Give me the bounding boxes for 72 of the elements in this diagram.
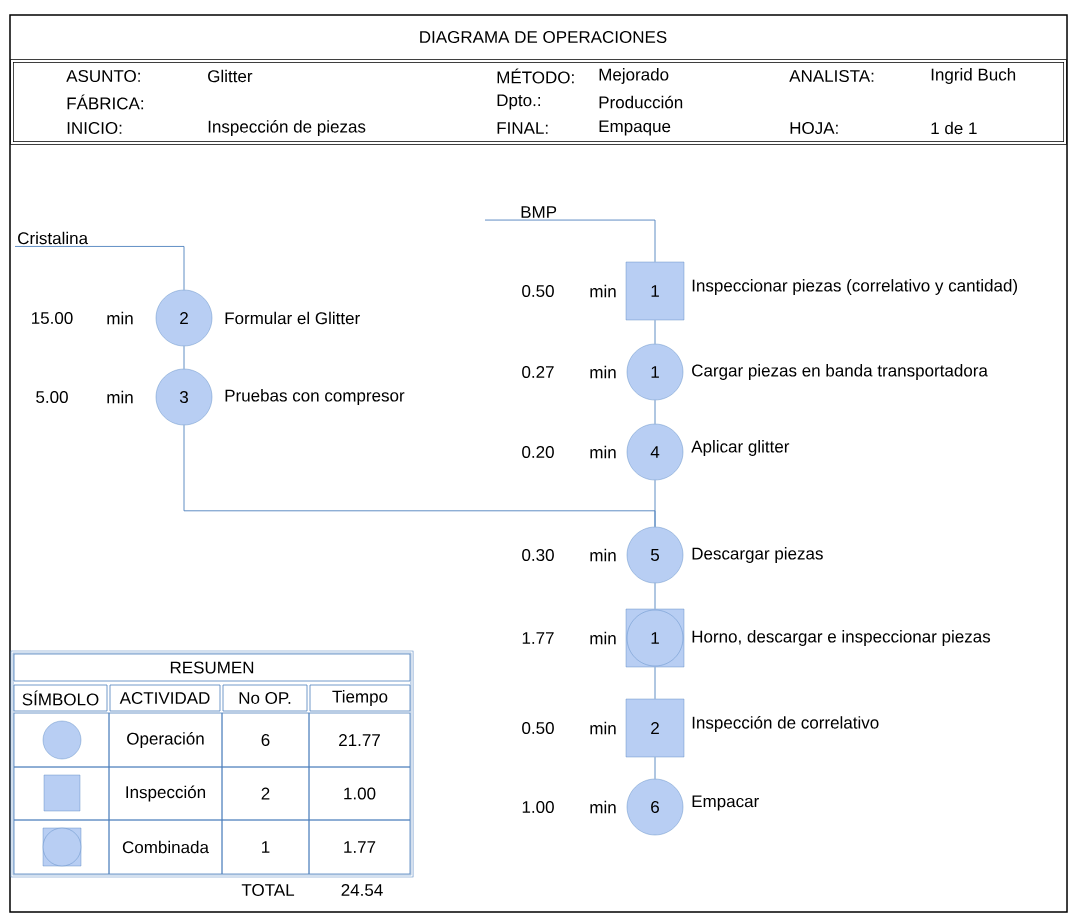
- unit-label: min: [590, 445, 616, 459]
- header-label: 1 de 1: [931, 121, 977, 135]
- time-label: 0.50: [522, 285, 554, 298]
- connector-line: [654, 756, 656, 780]
- step-description: Empacar: [692, 795, 759, 811]
- table-header: ACTIVIDAD: [109, 684, 221, 712]
- unit-label: min: [590, 631, 616, 645]
- table-header: SÍMBOLO: [13, 684, 108, 712]
- header-label: FÁBRICA:: [67, 94, 144, 110]
- material-label: Cristalina: [18, 231, 89, 245]
- inspection-square: 1: [625, 261, 685, 321]
- connector-line: [654, 582, 656, 610]
- header-label: Producción: [599, 95, 683, 109]
- header-label: Dpto.:: [497, 94, 540, 110]
- table-cell: 1.77: [308, 819, 411, 875]
- time-label: 5.00: [36, 391, 68, 404]
- connector-line: [654, 399, 656, 425]
- title-text: DIAGRAMA DE OPERACIONES: [420, 31, 667, 44]
- table-cell: 6: [221, 712, 310, 768]
- time-label: 0.20: [522, 446, 554, 459]
- unit-label: min: [590, 548, 616, 562]
- connector-line: [14, 246, 185, 291]
- table-cell: 21.77: [308, 712, 411, 768]
- table-cell: 2: [221, 766, 310, 821]
- time-label: 1.77: [522, 632, 554, 644]
- table-cell: Inspección: [108, 766, 223, 821]
- unit-label: min: [107, 311, 133, 325]
- material-label: BMP: [521, 206, 557, 218]
- step-description: Horno, descargar e inspeccionar piezas: [692, 630, 991, 646]
- header-label: Empaque: [599, 120, 671, 136]
- connector-line: [183, 345, 185, 370]
- header-label: INICIO:: [67, 122, 122, 135]
- total-value: 24.54: [341, 884, 383, 897]
- time-label: 1.00: [522, 801, 554, 814]
- header-label: Mejorado: [599, 68, 669, 84]
- header-label: ASUNTO:: [66, 70, 140, 83]
- connector-line: [654, 319, 656, 345]
- step-description: Formular el Glitter: [225, 311, 360, 325]
- header-label: MÉTODO:: [497, 68, 574, 84]
- table-cell: 1.00: [308, 766, 411, 821]
- connector-line: [484, 219, 656, 263]
- unit-label: min: [590, 800, 616, 814]
- step-description: Pruebas con compresor: [225, 389, 405, 405]
- table-header: RESUMEN: [13, 653, 411, 682]
- total-label: TOTAL: [241, 884, 295, 897]
- header-label: Inspección de piezas: [208, 120, 366, 137]
- step-description: Inspección de correlativo: [692, 716, 879, 733]
- step-description: Descargar piezas: [692, 547, 823, 563]
- connector-line: [654, 666, 656, 700]
- inspection-square: 2: [625, 698, 685, 758]
- table-cell: Operación: [108, 712, 223, 768]
- header-label: Ingrid Buch: [931, 68, 1016, 84]
- header-label: ANALISTA:: [789, 70, 874, 83]
- step-description: Aplicar glitter: [691, 440, 790, 456]
- step-description: Inspeccionar piezas (correlativo y cantidad): [692, 279, 1018, 295]
- unit-label: min: [107, 390, 133, 404]
- time-label: 0.30: [522, 549, 554, 562]
- connector-line: [183, 424, 656, 528]
- header-label: HOJA:: [790, 122, 838, 135]
- time-label: 15.00: [32, 312, 73, 325]
- step-description: Cargar piezas en banda transportadora: [692, 364, 988, 380]
- time-label: 0.50: [522, 722, 554, 735]
- header-label: FINAL:: [497, 122, 548, 134]
- table-header: Tiempo: [309, 684, 411, 712]
- unit-label: min: [590, 284, 616, 298]
- table-cell: Combinada: [108, 819, 223, 875]
- unit-label: min: [590, 365, 616, 379]
- unit-label: min: [590, 721, 616, 735]
- time-label: 0.27: [522, 366, 554, 379]
- table-cell: 1: [221, 819, 310, 875]
- header-label: Glitter: [208, 69, 253, 83]
- table-header: No OP.: [222, 684, 308, 712]
